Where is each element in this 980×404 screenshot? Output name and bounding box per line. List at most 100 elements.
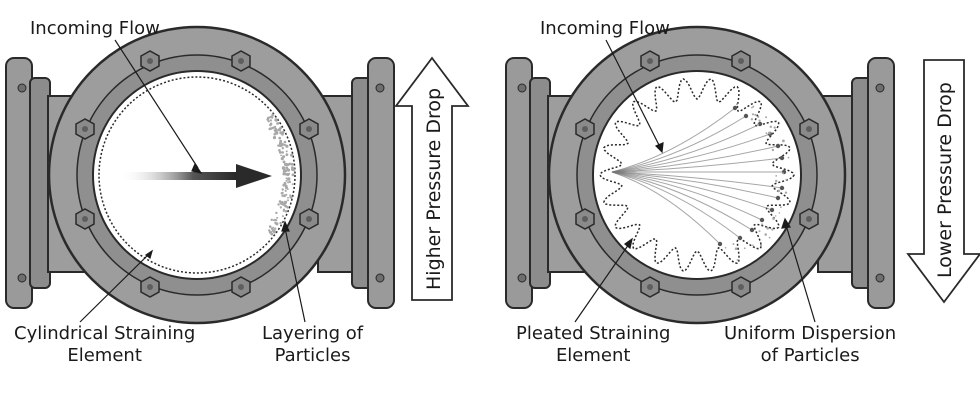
particle	[771, 148, 775, 152]
flow-stream-head	[769, 207, 775, 213]
left-element-label-line2: Element	[67, 345, 142, 366]
particle	[281, 200, 284, 203]
particle	[282, 208, 286, 211]
particle	[752, 244, 754, 246]
particle	[284, 189, 287, 192]
particle	[771, 228, 774, 231]
particle	[743, 247, 746, 250]
particle	[761, 223, 764, 226]
left-leader-lines	[79, 39, 306, 323]
particle	[278, 143, 283, 148]
left-incoming-flow-label: Incoming Flow	[30, 18, 160, 39]
left-particles-label-line1: Layering of	[262, 323, 364, 344]
right-particle-dispersion	[724, 103, 790, 261]
higher-pressure-drop-arrow: Higher Pressure Drop	[394, 56, 470, 301]
particle	[277, 128, 281, 132]
particle	[272, 136, 277, 140]
particle	[734, 247, 738, 250]
particle	[284, 169, 288, 173]
right-incoming-flow-leader	[605, 39, 661, 148]
particle	[773, 126, 776, 129]
particle	[285, 179, 288, 182]
left-element-leader-head	[144, 249, 154, 260]
particle	[274, 227, 277, 230]
flow-stream	[611, 171, 779, 199]
particle	[279, 206, 282, 209]
particle	[781, 172, 784, 175]
particle	[286, 173, 290, 176]
particle	[281, 132, 284, 136]
right-particles-leader-head	[781, 217, 792, 229]
particle	[274, 125, 277, 128]
flow-stream-head	[732, 105, 738, 111]
particle	[735, 103, 738, 106]
right-particles-label-line1: Uniform Dispersion	[724, 323, 897, 344]
particle	[764, 233, 767, 236]
right-particles-label-line2: of Particles	[760, 345, 860, 366]
left-particle-layer	[266, 113, 296, 236]
flow-stream	[611, 133, 771, 173]
particle	[766, 226, 769, 230]
particle	[784, 191, 788, 194]
flow-stream-head	[717, 241, 723, 247]
particle	[778, 212, 781, 214]
particle	[277, 203, 280, 206]
particle	[288, 180, 292, 184]
particle	[268, 225, 272, 228]
particle	[287, 199, 289, 202]
particle	[775, 175, 778, 177]
particle	[281, 147, 284, 150]
flow-stream	[611, 123, 761, 173]
particle	[275, 222, 279, 226]
flow-stream-head	[779, 155, 785, 161]
particle	[780, 206, 782, 209]
particle	[268, 116, 271, 119]
particle	[289, 195, 293, 199]
flow-stream	[611, 115, 747, 173]
particle	[278, 149, 281, 152]
left-strainer	[5, 25, 395, 325]
flow-stream	[611, 157, 783, 173]
particle	[736, 259, 739, 261]
left-flow-arrow	[120, 164, 272, 188]
particle	[278, 200, 282, 203]
particle	[285, 153, 289, 157]
particle	[272, 229, 276, 233]
left-particles-leader	[284, 227, 306, 323]
right-element-leader-head	[624, 237, 633, 250]
particle	[774, 215, 777, 217]
right-strainer	[505, 25, 895, 325]
dispersed-flow-streams	[611, 105, 787, 247]
particle	[281, 215, 284, 218]
left-particles-label-line2: Particles	[274, 345, 351, 366]
flow-stream	[611, 171, 721, 245]
flow-stream-head	[775, 143, 781, 149]
flow-stream	[611, 171, 773, 211]
left-particles-label: Layering of Particles	[262, 323, 363, 367]
particle	[767, 131, 771, 135]
particle	[287, 181, 290, 184]
particle	[787, 156, 790, 159]
flow-stream	[611, 171, 753, 231]
particle	[765, 116, 768, 119]
particle	[271, 116, 274, 119]
right-particles-label: Uniform Dispersion of Particles	[724, 323, 896, 367]
particle	[281, 166, 286, 170]
particle	[282, 160, 286, 164]
particle	[287, 177, 291, 181]
particle	[287, 188, 289, 191]
flow-stream	[611, 107, 736, 173]
particle	[284, 140, 287, 143]
flow-stream	[611, 171, 741, 239]
particle	[285, 163, 289, 167]
particle	[782, 139, 785, 143]
particle	[276, 216, 279, 219]
flow-stream	[611, 171, 763, 221]
particle	[769, 125, 772, 128]
pleated-straining-element	[599, 78, 795, 272]
right-incoming-flow-leader-head	[654, 142, 664, 154]
particle	[275, 211, 278, 215]
particle	[757, 115, 760, 118]
particle	[282, 203, 286, 206]
